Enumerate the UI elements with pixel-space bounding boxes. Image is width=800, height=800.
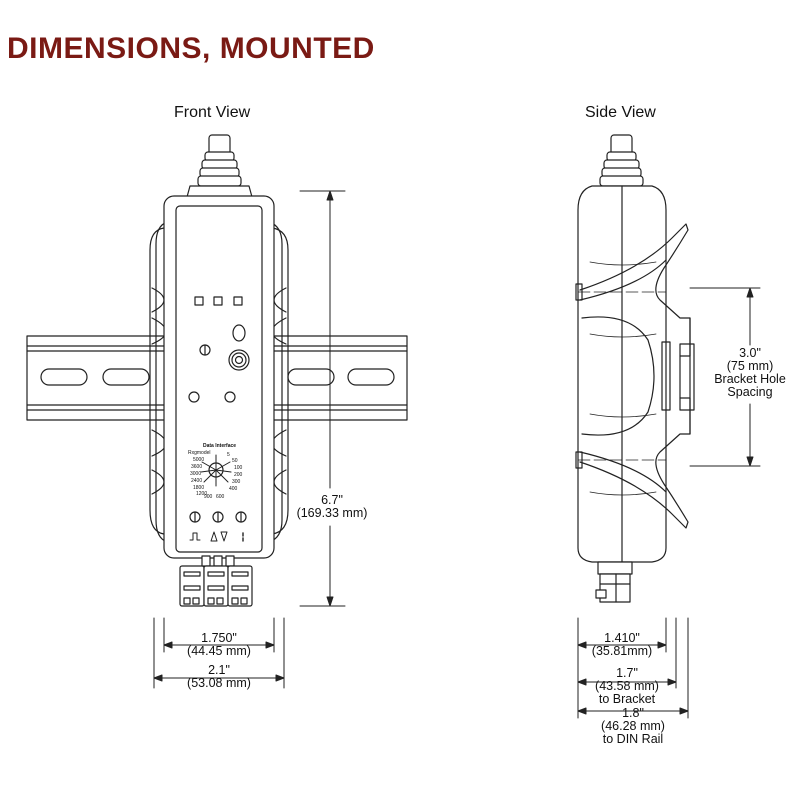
dial-label: 2400 (191, 478, 203, 484)
rotary-dial (201, 455, 231, 486)
dial-label: 1800 (193, 485, 205, 491)
mounting-clips (150, 222, 288, 542)
bracket-dimension-line (690, 288, 760, 466)
side-connector (596, 562, 632, 602)
indicator-led (195, 297, 203, 305)
dial-label: 1200 (196, 491, 208, 497)
dial-title: Data Interface (203, 443, 237, 449)
bottom-screws (190, 512, 246, 522)
dial-label: 3000 (190, 471, 202, 477)
dial-label: 3600 (191, 464, 203, 470)
cable-gland (187, 135, 252, 197)
depth-to-din-rail-label: 1.8" (46.28 mm) to DIN Rail (601, 706, 665, 746)
dial-label: 200 (234, 472, 243, 478)
front-view-drawing (27, 135, 407, 688)
dial-header: Rxgmodel (188, 450, 211, 456)
push-button (233, 325, 245, 341)
dial-label: 400 (229, 486, 238, 492)
depth-dimension-label: 1.410" (35.81mm) (591, 631, 653, 658)
height-dimension-label: 6.7" (169.33 mm) (296, 493, 368, 520)
terminal-blocks (180, 556, 252, 606)
indicator-led (214, 297, 222, 305)
side-view-label: Side View (585, 104, 656, 121)
analog-icon (211, 532, 227, 541)
dial-label: 300 (232, 479, 241, 485)
depth-dimension-lines (578, 618, 688, 718)
width-dimension-lines (154, 618, 284, 688)
side-view-drawing (576, 135, 760, 718)
panel-hole (225, 392, 235, 402)
dial-label: 50 (232, 458, 238, 464)
front-view-label: Front View (174, 104, 251, 121)
panel-hole (189, 392, 199, 402)
outer-width-dimension-label: 2.1" (53.08 mm) (187, 663, 251, 690)
connector-jack (229, 350, 249, 370)
height-dimension-line (300, 191, 345, 606)
depth-to-bracket-label: 1.7" (43.58 mm) to Bracket (595, 666, 659, 706)
dial-label: 5000 (193, 457, 205, 463)
bracket-hole-spacing-label: 3.0" (75 mm) Bracket Hole Spacing (714, 346, 786, 399)
dial-label: 5 (227, 452, 230, 458)
front-panel (176, 206, 262, 552)
dial-label: 600 (216, 494, 225, 500)
mounting-bracket (576, 224, 694, 528)
dial-label: 100 (234, 465, 243, 471)
pulse-icon (190, 533, 200, 540)
indicator-led (234, 297, 242, 305)
dial-label: 900 (204, 494, 213, 500)
inner-width-dimension-label: 1.750" (44.45 mm) (187, 631, 251, 658)
side-cable-gland (600, 135, 643, 186)
page-title: DIMENSIONS, MOUNTED (7, 32, 375, 65)
